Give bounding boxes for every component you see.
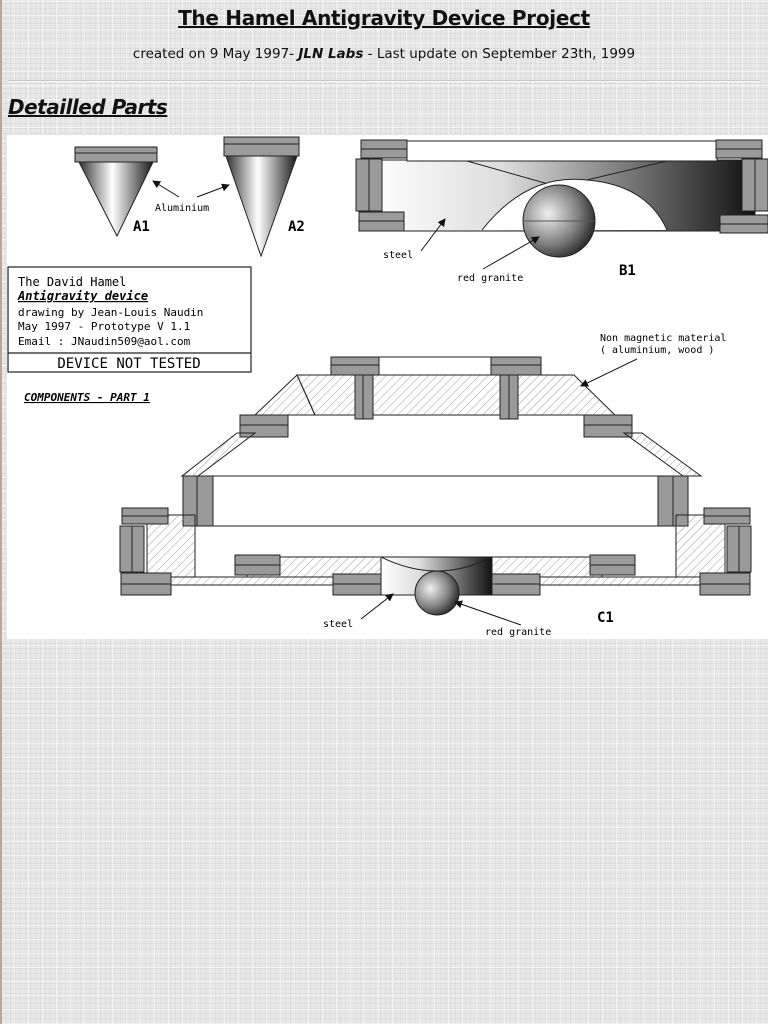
subtitle-update: - Last update on September 23th, 1999	[363, 46, 636, 62]
lab-name: JLN Labs	[298, 46, 364, 62]
section-heading: Detailled Parts	[8, 95, 168, 119]
label-steel-c1: steel	[323, 619, 353, 630]
technical-drawing: A1 A2 Aluminium steel red granite B1 The…	[7, 135, 768, 639]
info-author: drawing by Jean-Louis Naudin	[18, 306, 203, 319]
label-c1: C1	[597, 610, 614, 626]
label-red-granite-c1: red granite	[485, 627, 551, 638]
left-page-edge	[0, 0, 2, 1024]
cone-a2	[223, 136, 300, 258]
info-title: The David Hamel	[18, 275, 126, 289]
info-box	[7, 266, 252, 373]
label-a1: A1	[133, 219, 150, 235]
label-red-granite-b1: red granite	[457, 273, 523, 284]
subtitle-created: created on 9 May 1997-	[132, 46, 299, 62]
info-status: DEVICE NOT TESTED	[57, 356, 200, 372]
label-steel-b1: steel	[383, 250, 413, 261]
label-aluminium: Aluminium	[155, 203, 209, 214]
label-non-magnetic-2: ( aluminium, wood )	[600, 345, 714, 356]
info-device-name: Antigravity device	[17, 289, 148, 303]
label-components: COMPONENTS - PART 1	[24, 391, 150, 404]
assembly-b1	[355, 139, 768, 258]
label-a2: A2	[288, 219, 305, 235]
cone-a1	[74, 146, 158, 238]
page-subtitle: created on 9 May 1997- JLN Labs - Last u…	[0, 46, 768, 62]
label-non-magnetic-1: Non magnetic material	[600, 333, 726, 344]
info-version: May 1997 - Prototype V 1.1	[18, 320, 190, 333]
label-b1: B1	[619, 263, 636, 279]
info-email: Email : JNaudin509@aol.com	[18, 335, 191, 348]
assembly-c1	[119, 356, 752, 616]
page-title: The Hamel Antigravity Device Project	[178, 6, 590, 30]
horizontal-rule	[8, 80, 760, 82]
